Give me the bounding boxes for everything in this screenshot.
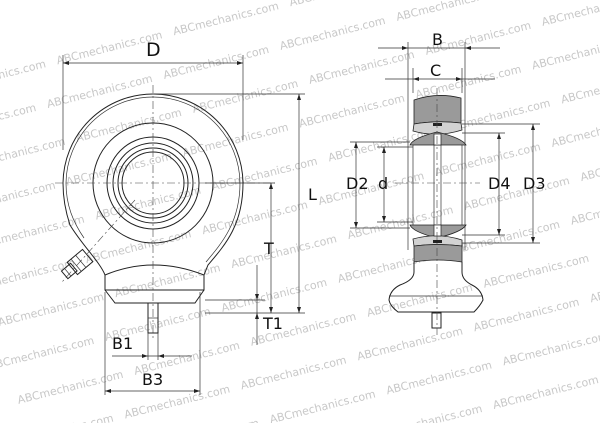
svg-text:ABCmechanics.com: ABCmechanics.com — [375, 402, 484, 423]
svg-text:ABCmechanics.com: ABCmechanics.com — [172, 0, 281, 38]
dimension-T1: T1 — [205, 265, 283, 345]
svg-text:ABCmechanics.com: ABCmechanics.com — [491, 373, 600, 412]
svg-text:ABCmechanics.com: ABCmechanics.com — [45, 72, 154, 111]
svg-text:ABCmechanics.com: ABCmechanics.com — [0, 135, 67, 174]
dimension-C: C — [385, 61, 495, 93]
svg-text:ABCmechanics.com: ABCmechanics.com — [230, 232, 339, 271]
dimension-D: D — [62, 39, 244, 150]
dimension-B1: B1 — [112, 333, 192, 360]
svg-text:ABCmechanics.com: ABCmechanics.com — [560, 67, 600, 106]
svg-text:ABCmechanics.com: ABCmechanics.com — [16, 368, 125, 407]
svg-text:ABCmechanics.com: ABCmechanics.com — [65, 150, 174, 189]
dimension-D3: D3 — [462, 123, 546, 244]
label-L: L — [308, 185, 317, 204]
svg-text:ABCmechanics.com: ABCmechanics.com — [6, 412, 115, 423]
label-B3: B3 — [142, 370, 163, 389]
svg-text:ABCmechanics.com: ABCmechanics.com — [0, 179, 57, 218]
svg-text:ABCmechanics.com: ABCmechanics.com — [317, 169, 426, 208]
svg-text:ABCmechanics.com: ABCmechanics.com — [472, 295, 581, 334]
svg-text:ABCmechanics.com: ABCmechanics.com — [181, 121, 290, 160]
dimension-d: d — [377, 146, 413, 223]
svg-text:ABCmechanics.com: ABCmechanics.com — [0, 334, 96, 373]
svg-text:ABCmechanics.com: ABCmechanics.com — [463, 174, 572, 213]
label-D: D — [146, 39, 161, 61]
svg-text:ABCmechanics.com: ABCmechanics.com — [540, 0, 600, 29]
grease-nipple — [60, 248, 94, 280]
dimension-B3: B3 — [104, 292, 201, 395]
dimension-D4: D4 — [462, 132, 511, 236]
svg-text:ABCmechanics.com: ABCmechanics.com — [162, 43, 271, 82]
svg-text:ABCmechanics.com: ABCmechanics.com — [395, 0, 504, 24]
label-B: B — [432, 30, 443, 49]
svg-text:ABCmechanics.com: ABCmechanics.com — [0, 57, 47, 96]
svg-text:ABCmechanics.com: ABCmechanics.com — [365, 281, 474, 320]
svg-text:ABCmechanics.com: ABCmechanics.com — [579, 145, 600, 184]
svg-text:ABCmechanics.com: ABCmechanics.com — [501, 329, 600, 368]
section-view: B C — [346, 30, 546, 335]
svg-text:ABCmechanics.com: ABCmechanics.com — [307, 48, 416, 87]
svg-text:ABCmechanics.com: ABCmechanics.com — [288, 0, 397, 9]
dimension-T: T — [205, 182, 275, 313]
svg-text:ABCmechanics.com: ABCmechanics.com — [239, 353, 348, 392]
dimension-B: B — [378, 30, 500, 93]
svg-text:ABCmechanics.com: ABCmechanics.com — [550, 111, 600, 150]
svg-text:ABCmechanics.com: ABCmechanics.com — [0, 101, 38, 140]
svg-text:ABCmechanics.com: ABCmechanics.com — [453, 218, 562, 257]
label-B1: B1 — [112, 334, 133, 353]
svg-text:ABCmechanics.com: ABCmechanics.com — [210, 155, 319, 194]
svg-text:ABCmechanics.com: ABCmechanics.com — [220, 276, 329, 315]
svg-text:ABCmechanics.com: ABCmechanics.com — [531, 33, 600, 72]
svg-text:ABCmechanics.com: ABCmechanics.com — [482, 252, 591, 291]
svg-text:ABCmechanics.com: ABCmechanics.com — [356, 324, 465, 363]
svg-text:ABCmechanics.com: ABCmechanics.com — [201, 198, 310, 237]
dimension-D2: D2 — [346, 141, 410, 229]
svg-text:ABCmechanics.com: ABCmechanics.com — [191, 77, 300, 116]
svg-text:ABCmechanics.com: ABCmechanics.com — [152, 416, 261, 423]
svg-text:ABCmechanics.com: ABCmechanics.com — [569, 189, 600, 228]
label-D2: D2 — [346, 174, 369, 193]
dimension-L: L — [153, 93, 317, 314]
svg-text:ABCmechanics.com: ABCmechanics.com — [278, 14, 387, 53]
svg-text:ABCmechanics.com: ABCmechanics.com — [268, 387, 377, 423]
svg-text:ABCmechanics.com: ABCmechanics.com — [123, 382, 232, 421]
front-view: D — [55, 39, 317, 395]
svg-text:ABCmechanics.com: ABCmechanics.com — [298, 92, 407, 131]
label-D3: D3 — [523, 174, 546, 193]
label-C: C — [430, 61, 441, 80]
svg-text:ABCmechanics.com: ABCmechanics.com — [385, 358, 494, 397]
svg-text:ABCmechanics.com: ABCmechanics.com — [94, 184, 203, 223]
svg-text:ABCmechanics.com: ABCmechanics.com — [84, 227, 193, 266]
label-T1: T1 — [262, 314, 283, 333]
label-T: T — [263, 239, 274, 258]
svg-text:ABCmechanics.com: ABCmechanics.com — [589, 266, 600, 305]
svg-text:ABCmechanics.com: ABCmechanics.com — [0, 290, 105, 329]
label-D4: D4 — [488, 174, 511, 193]
label-d: d — [378, 174, 388, 193]
